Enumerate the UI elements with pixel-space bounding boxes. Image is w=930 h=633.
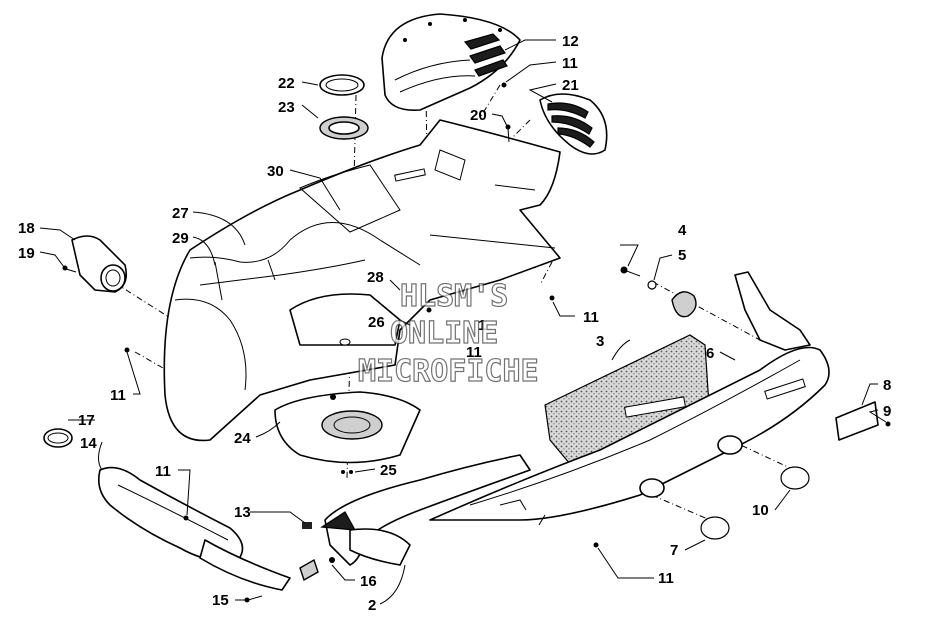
label-24: 24	[234, 430, 251, 447]
part-13-clip	[302, 522, 312, 529]
label-3: 3	[596, 333, 604, 350]
part-9-screw	[885, 421, 891, 427]
label-11-center: 11	[466, 344, 482, 361]
label-13: 13	[234, 504, 251, 521]
part-7-cap	[700, 516, 730, 540]
watermark-line-3: MICROFICHE	[358, 354, 539, 389]
part-22-ring	[319, 74, 365, 96]
part-4-bolt	[620, 266, 641, 277]
label-27: 27	[172, 205, 189, 222]
label-19: 19	[18, 245, 35, 262]
part-17-clamp	[43, 428, 73, 448]
part-8-plate	[835, 401, 879, 441]
label-21: 21	[562, 77, 579, 94]
fasteners	[124, 82, 599, 548]
watermark: HLSM'S ONLINE MICROFICHE	[357, 278, 539, 389]
part-23-gasket	[319, 116, 369, 140]
part-21-vent-grille	[539, 93, 608, 155]
label-11-left: 11	[110, 387, 126, 404]
label-8: 8	[883, 377, 891, 394]
part-19-screw	[62, 265, 77, 273]
part-2-body-pan	[320, 454, 531, 566]
watermark-line-2: ONLINE	[390, 316, 498, 351]
label-22: 22	[278, 75, 295, 92]
label-28: 28	[367, 269, 384, 286]
hood-console-assembly	[163, 119, 561, 442]
label-18: 18	[18, 220, 35, 237]
label-30: 30	[267, 163, 284, 180]
leader-lines	[39, 39, 887, 605]
part-12-upper-housing	[381, 13, 521, 112]
callout-labels: 12 11 21 20 22 23 30 27 29 18 19 28 26 1…	[18, 33, 891, 614]
part-14-bumper	[97, 466, 291, 591]
label-25: 25	[380, 462, 397, 479]
label-16: 16	[360, 573, 377, 590]
part-5-washer	[647, 280, 657, 290]
part-16-pushpin	[299, 557, 335, 582]
label-11-bumper: 11	[155, 463, 171, 480]
label-26: 26	[368, 314, 385, 331]
label-17: 17	[78, 412, 95, 429]
part-10-cap	[780, 466, 810, 490]
part-24-tray	[274, 391, 421, 464]
label-9: 9	[883, 403, 891, 420]
label-2: 2	[368, 597, 376, 614]
watermark-line-1: HLSM'S	[400, 279, 508, 314]
label-14: 14	[80, 435, 97, 452]
label-5: 5	[678, 247, 686, 264]
part-pushpin-right	[671, 291, 697, 318]
part-15-screw	[244, 595, 263, 603]
label-6: 6	[706, 345, 714, 362]
label-10: 10	[752, 502, 769, 519]
label-11-right: 11	[583, 309, 599, 326]
label-20: 20	[470, 107, 487, 124]
label-11-bottom: 11	[658, 570, 674, 587]
label-4: 4	[678, 222, 687, 239]
label-1: 1	[478, 317, 486, 334]
part-6-belly-pan	[429, 271, 830, 526]
label-15: 15	[212, 592, 229, 609]
label-7: 7	[670, 542, 678, 559]
label-12: 12	[562, 33, 579, 50]
label-29: 29	[172, 230, 189, 247]
label-23: 23	[278, 99, 295, 116]
label-11: 11	[562, 55, 578, 72]
part-18-boot	[71, 235, 128, 293]
